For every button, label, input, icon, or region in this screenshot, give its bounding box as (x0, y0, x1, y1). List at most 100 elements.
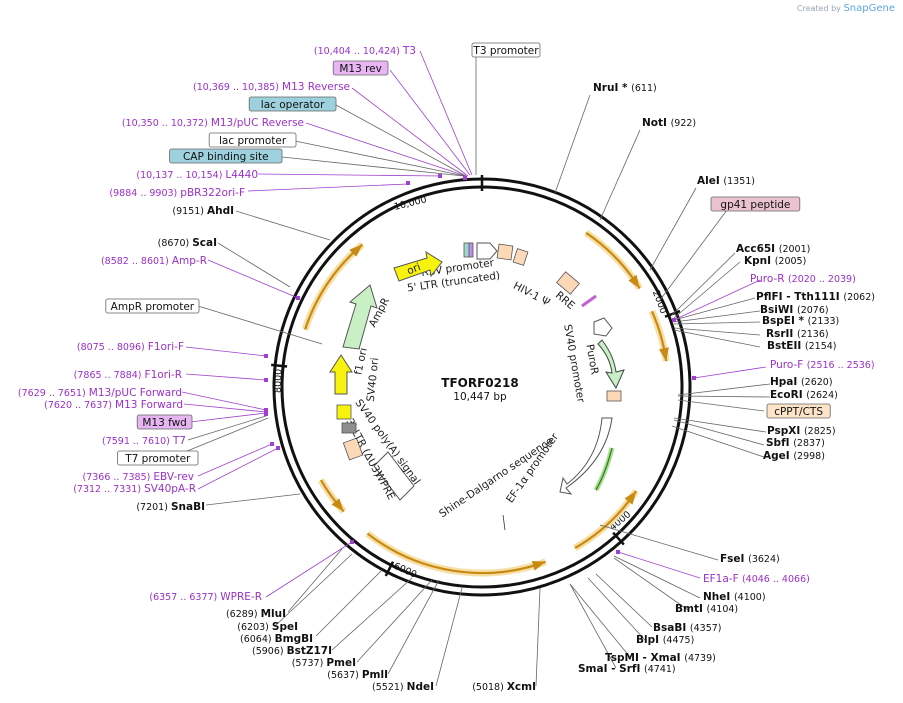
gp41-mark (581, 294, 597, 308)
leader-line (673, 297, 756, 321)
leader-line (677, 399, 765, 412)
leader-line (435, 587, 463, 687)
sbfi-label: SbfI (2837) (766, 437, 825, 449)
smai-srfi-label: SmaI - SrfI (4741) (578, 663, 676, 675)
sv40-promoter-label: SV40 promoter (561, 323, 587, 404)
leader-line (613, 555, 701, 599)
wpre-box (373, 451, 415, 501)
pbr322ori-f-label: (9884 .. 9903) pBR322ori-F (109, 187, 245, 199)
tspmi-xmai-label: TspMI - XmaI (4739) (605, 652, 716, 664)
feature-arc (366, 532, 546, 575)
m13-reverse-label: (10,369 .. 10,385) M13 Reverse (193, 81, 350, 93)
primer-tick (406, 181, 410, 185)
cppt-box (606, 390, 622, 402)
leader-line (673, 419, 765, 446)
leader-line (587, 577, 646, 641)
feature-arrowhead (624, 491, 637, 505)
snabi-label: (7201) SnaBI (136, 501, 205, 513)
hiv-psi-label: HIV-1 Ψ (511, 280, 552, 309)
wpre-r-label: (6357 .. 6377) WPRE-R (149, 591, 262, 603)
kpni-label: KpnI (2005) (744, 255, 806, 267)
leader-lines (169, 50, 771, 687)
blpi-label: BlpI (4475) (636, 634, 694, 646)
snapgene-credit: Created by SnapGene (796, 3, 895, 14)
leader-line (673, 417, 767, 433)
leader-line (673, 261, 741, 319)
feature-arrowhead (628, 274, 640, 289)
primer-tick (350, 540, 354, 544)
leader-line (331, 577, 413, 651)
leader-line (673, 329, 761, 348)
sd-tick (502, 514, 506, 531)
amp-r-label: (8582 .. 8601) Amp-R (101, 255, 207, 267)
puro-r-label: Puro-R (2020 .. 2039) (750, 273, 856, 285)
rre-box (556, 271, 580, 295)
sv40-promoter-arrow (593, 317, 613, 337)
cppt-cts-label: cPPT/CTS (774, 406, 823, 418)
scai-label: (8670) ScaI (158, 237, 217, 249)
leader-line (535, 587, 541, 687)
leader-line (693, 366, 767, 379)
leader-line (335, 104, 467, 177)
leader-line (599, 129, 641, 221)
m13-puc-forward-label: (7629 .. 7651) M13/pUC Forward (18, 387, 182, 399)
polya-box (341, 422, 357, 434)
leader-line (599, 524, 719, 561)
leader-line (305, 122, 467, 177)
cap-binding-site-label: CAP binding site (183, 151, 269, 163)
leader-line (315, 569, 383, 637)
sv40-ori-box (336, 404, 352, 420)
alei-label: AleI (1351) (697, 175, 755, 187)
spei-label: (6203) SpeI (237, 621, 298, 633)
puror-label: PuroR (583, 343, 600, 375)
xcmi-label: (5018) XcmI (472, 681, 536, 693)
leader-line (183, 403, 267, 413)
feature-arrowhead (659, 347, 669, 362)
leader-line (659, 205, 731, 301)
bmgbi-label: (6064) BmgBI (240, 633, 313, 645)
lac-promoter-label: lac promoter (219, 135, 287, 147)
nrui--label: NruI * (611) (593, 82, 657, 94)
leader-line (217, 242, 291, 288)
t7-label: (7591 .. 7610) T7 (102, 435, 186, 447)
leader-line (185, 373, 267, 381)
ltr-box (496, 243, 514, 261)
ampr-arrow (342, 284, 378, 350)
t3-promoter-label: T3 promoter (472, 45, 539, 57)
pmli-label: (5637) PmlI (327, 669, 388, 681)
primer-tick (296, 296, 300, 300)
primer-tick (463, 176, 467, 180)
primer-tick (264, 412, 268, 416)
t3-promoter-label-box (471, 42, 541, 58)
primer-tick (616, 550, 620, 554)
ltr3-box (342, 437, 364, 461)
feature-arrowhead (531, 560, 546, 571)
leader-line (187, 415, 267, 441)
rre-label: RRE (553, 289, 577, 312)
snapgene-logo: SnapGene (843, 3, 895, 14)
lac-promoter-label-box (208, 132, 297, 148)
ori-arrow (393, 250, 443, 282)
outer-feature-arcs (301, 229, 670, 577)
puror-arrow (597, 339, 625, 390)
primer-tick (438, 174, 442, 178)
leader-line (281, 156, 465, 177)
leader-line (569, 583, 617, 669)
t7-promoter-label-box (117, 450, 199, 466)
pspxi-label: PspXI (2825) (767, 425, 836, 437)
leader-line (671, 425, 765, 458)
leader-line (351, 87, 469, 177)
leader-line (197, 305, 323, 345)
bmti-label: BmtI (4104) (675, 603, 738, 615)
leader-line (595, 573, 653, 628)
tick-label: 8000 (273, 369, 285, 394)
m13-fwd-label: M13 fwd (142, 417, 187, 429)
fsei-label: FseI (3624) (720, 553, 780, 565)
leader-line (387, 579, 440, 675)
primer-tick (672, 318, 676, 322)
leader-line (554, 94, 591, 194)
leader-line (677, 395, 771, 398)
rsv-promoter-arrow (476, 242, 498, 260)
primer-tick (270, 442, 274, 446)
